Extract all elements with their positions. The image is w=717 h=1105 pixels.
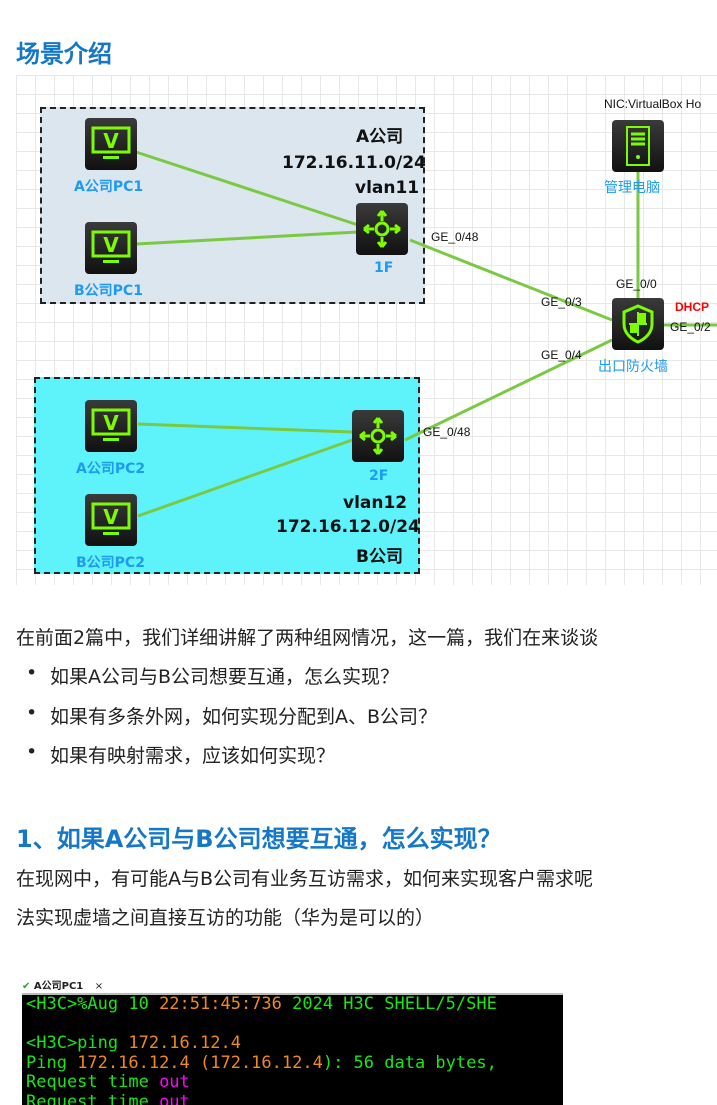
paragraph-line: 法实现虚墙之间直接互访的功能（华为是可以的）: [16, 907, 435, 929]
list-item: 如果A公司与B公司想要互通，怎么实现？: [26, 662, 399, 689]
check-icon: ✔: [22, 981, 31, 992]
tab-label: A公司PC1: [33, 981, 84, 992]
zone-a-vlan: vlan11: [355, 178, 420, 198]
switch-icon[interactable]: [356, 203, 408, 255]
link: [135, 230, 359, 246]
device-label: A公司PC1: [74, 179, 144, 195]
device-label: 2F: [369, 468, 389, 484]
device-label: 出口防火墙: [598, 359, 668, 375]
list-item: 如果有多条外网，如何实现分配到A、B公司？: [26, 702, 437, 729]
device-label: 管理电脑: [604, 180, 660, 196]
link: [404, 338, 613, 442]
links: [135, 150, 717, 518]
list-item-text: 如果A公司与B公司想要互通，怎么实现？: [50, 666, 400, 688]
device-label: A公司PC2: [76, 461, 146, 477]
port-label: GE_0/2: [670, 320, 711, 334]
network-topology-diagram: A公司 172.16.11.0/24 vlan11 vlan12 172.16.…: [16, 75, 717, 585]
zone-a-subnet: 172.16.11.0/24: [282, 153, 426, 173]
zone-b-subnet: 172.16.12.0/24: [276, 517, 420, 537]
port-label: GE_0/4: [541, 348, 582, 362]
zone-b-vlan: vlan12: [343, 493, 408, 513]
port-label: GE_0/48: [431, 230, 479, 244]
port-label: GE_0/3: [541, 295, 582, 309]
server-icon[interactable]: [612, 120, 664, 172]
device-label: B公司PC2: [76, 555, 145, 571]
pc-icon[interactable]: V: [85, 118, 137, 170]
list-item: 如果有映射需求，应该如何实现？: [26, 741, 335, 768]
svg-text:V: V: [103, 505, 119, 529]
device-label: B公司PC1: [74, 283, 143, 299]
switch-icon[interactable]: [352, 410, 404, 462]
device-label: 1F: [374, 260, 394, 276]
list-item-text: 如果有映射需求，应该如何实现？: [50, 745, 336, 767]
link: [135, 150, 359, 227]
pc-icon[interactable]: V: [85, 400, 137, 452]
intro-paragraph: 在前面2篇中，我们详细讲解了两种组网情况，这一篇，我们在来谈谈: [16, 627, 599, 649]
pc-icon[interactable]: V: [85, 494, 137, 546]
svg-text:V: V: [103, 129, 119, 153]
firewall-icon[interactable]: [612, 298, 664, 350]
nic-label: NIC:VirtualBox Ho: [604, 97, 702, 111]
svg-text:V: V: [103, 411, 119, 435]
terminal-output: <H3C>%Aug 10 22:51:45:736 2024 H3C SHELL…: [22, 993, 563, 1105]
dhcp-label: DHCP: [675, 300, 710, 314]
link: [409, 238, 613, 322]
section-heading: 1、如果A公司与B公司想要互通，怎么实现？: [16, 825, 502, 853]
link: [137, 438, 353, 518]
link: [137, 422, 353, 434]
svg-text:V: V: [103, 233, 119, 257]
terminal-tab[interactable]: ✔ A公司PC1 ×: [22, 977, 103, 992]
port-label: GE_0/48: [423, 425, 471, 439]
zone-a-name: A公司: [356, 127, 404, 147]
pc-icon[interactable]: V: [85, 222, 137, 274]
zone-b-name: B公司: [356, 547, 403, 567]
port-label: GE_0/0: [616, 277, 657, 291]
section-title: 场景介绍: [16, 40, 112, 68]
paragraph-line: 在现网中，有可能A与B公司有业务互访需求，如何来实现客户需求呢: [16, 868, 594, 890]
list-item-text: 如果有多条外网，如何实现分配到A、B公司？: [50, 706, 438, 728]
close-icon[interactable]: ×: [94, 981, 104, 992]
